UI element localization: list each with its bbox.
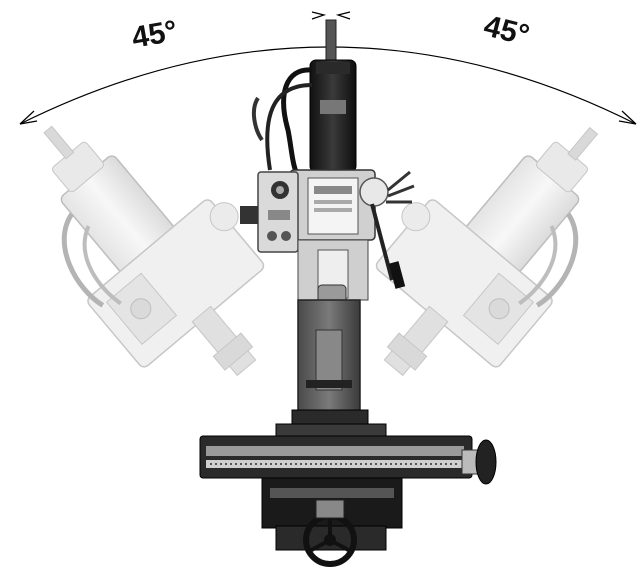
machine-base [261, 477, 403, 567]
arrow-center-icon [311, 11, 351, 20]
upright-head [240, 19, 415, 348]
column [275, 299, 387, 439]
right-tilted-head [375, 126, 599, 377]
left-angle-label: 45° [129, 14, 179, 54]
right-angle-label: 45° [481, 9, 533, 52]
arrow-right-icon [618, 110, 637, 125]
work-table [199, 435, 497, 485]
left-tilted-head [43, 125, 265, 377]
arrow-left-icon [19, 110, 38, 125]
